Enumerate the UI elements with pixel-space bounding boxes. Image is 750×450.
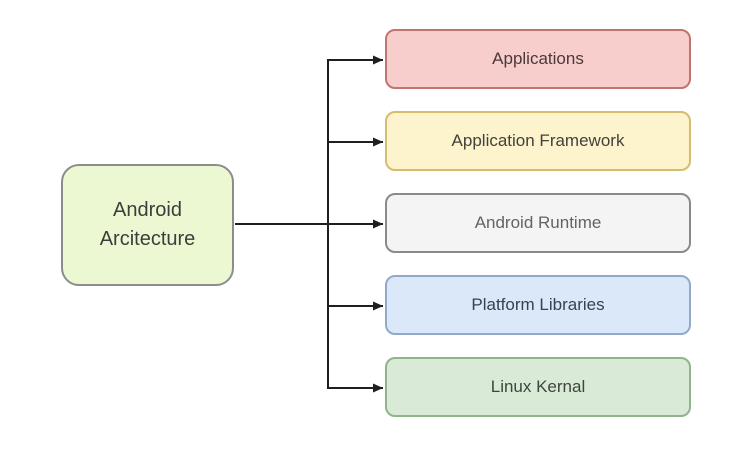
node-application-framework: Application Framework bbox=[385, 111, 691, 171]
node-platform-libraries-label: Platform Libraries bbox=[471, 295, 605, 314]
node-android-runtime: Android Runtime bbox=[385, 193, 691, 253]
node-linux-kernal-label: Linux Kernal bbox=[490, 377, 586, 396]
node-linux-kernal: Linux Kernal bbox=[385, 357, 691, 417]
node-applications-label: Applications bbox=[492, 49, 584, 68]
root-node: Android Arcitecture bbox=[61, 164, 234, 286]
node-application-framework-label: Application Framework bbox=[451, 131, 625, 150]
node-android-runtime-label: Android Runtime bbox=[474, 213, 602, 232]
node-applications: Applications bbox=[385, 29, 691, 89]
node-platform-libraries: Platform Libraries bbox=[385, 275, 691, 335]
root-node-label: Android Arcitecture bbox=[99, 199, 196, 250]
